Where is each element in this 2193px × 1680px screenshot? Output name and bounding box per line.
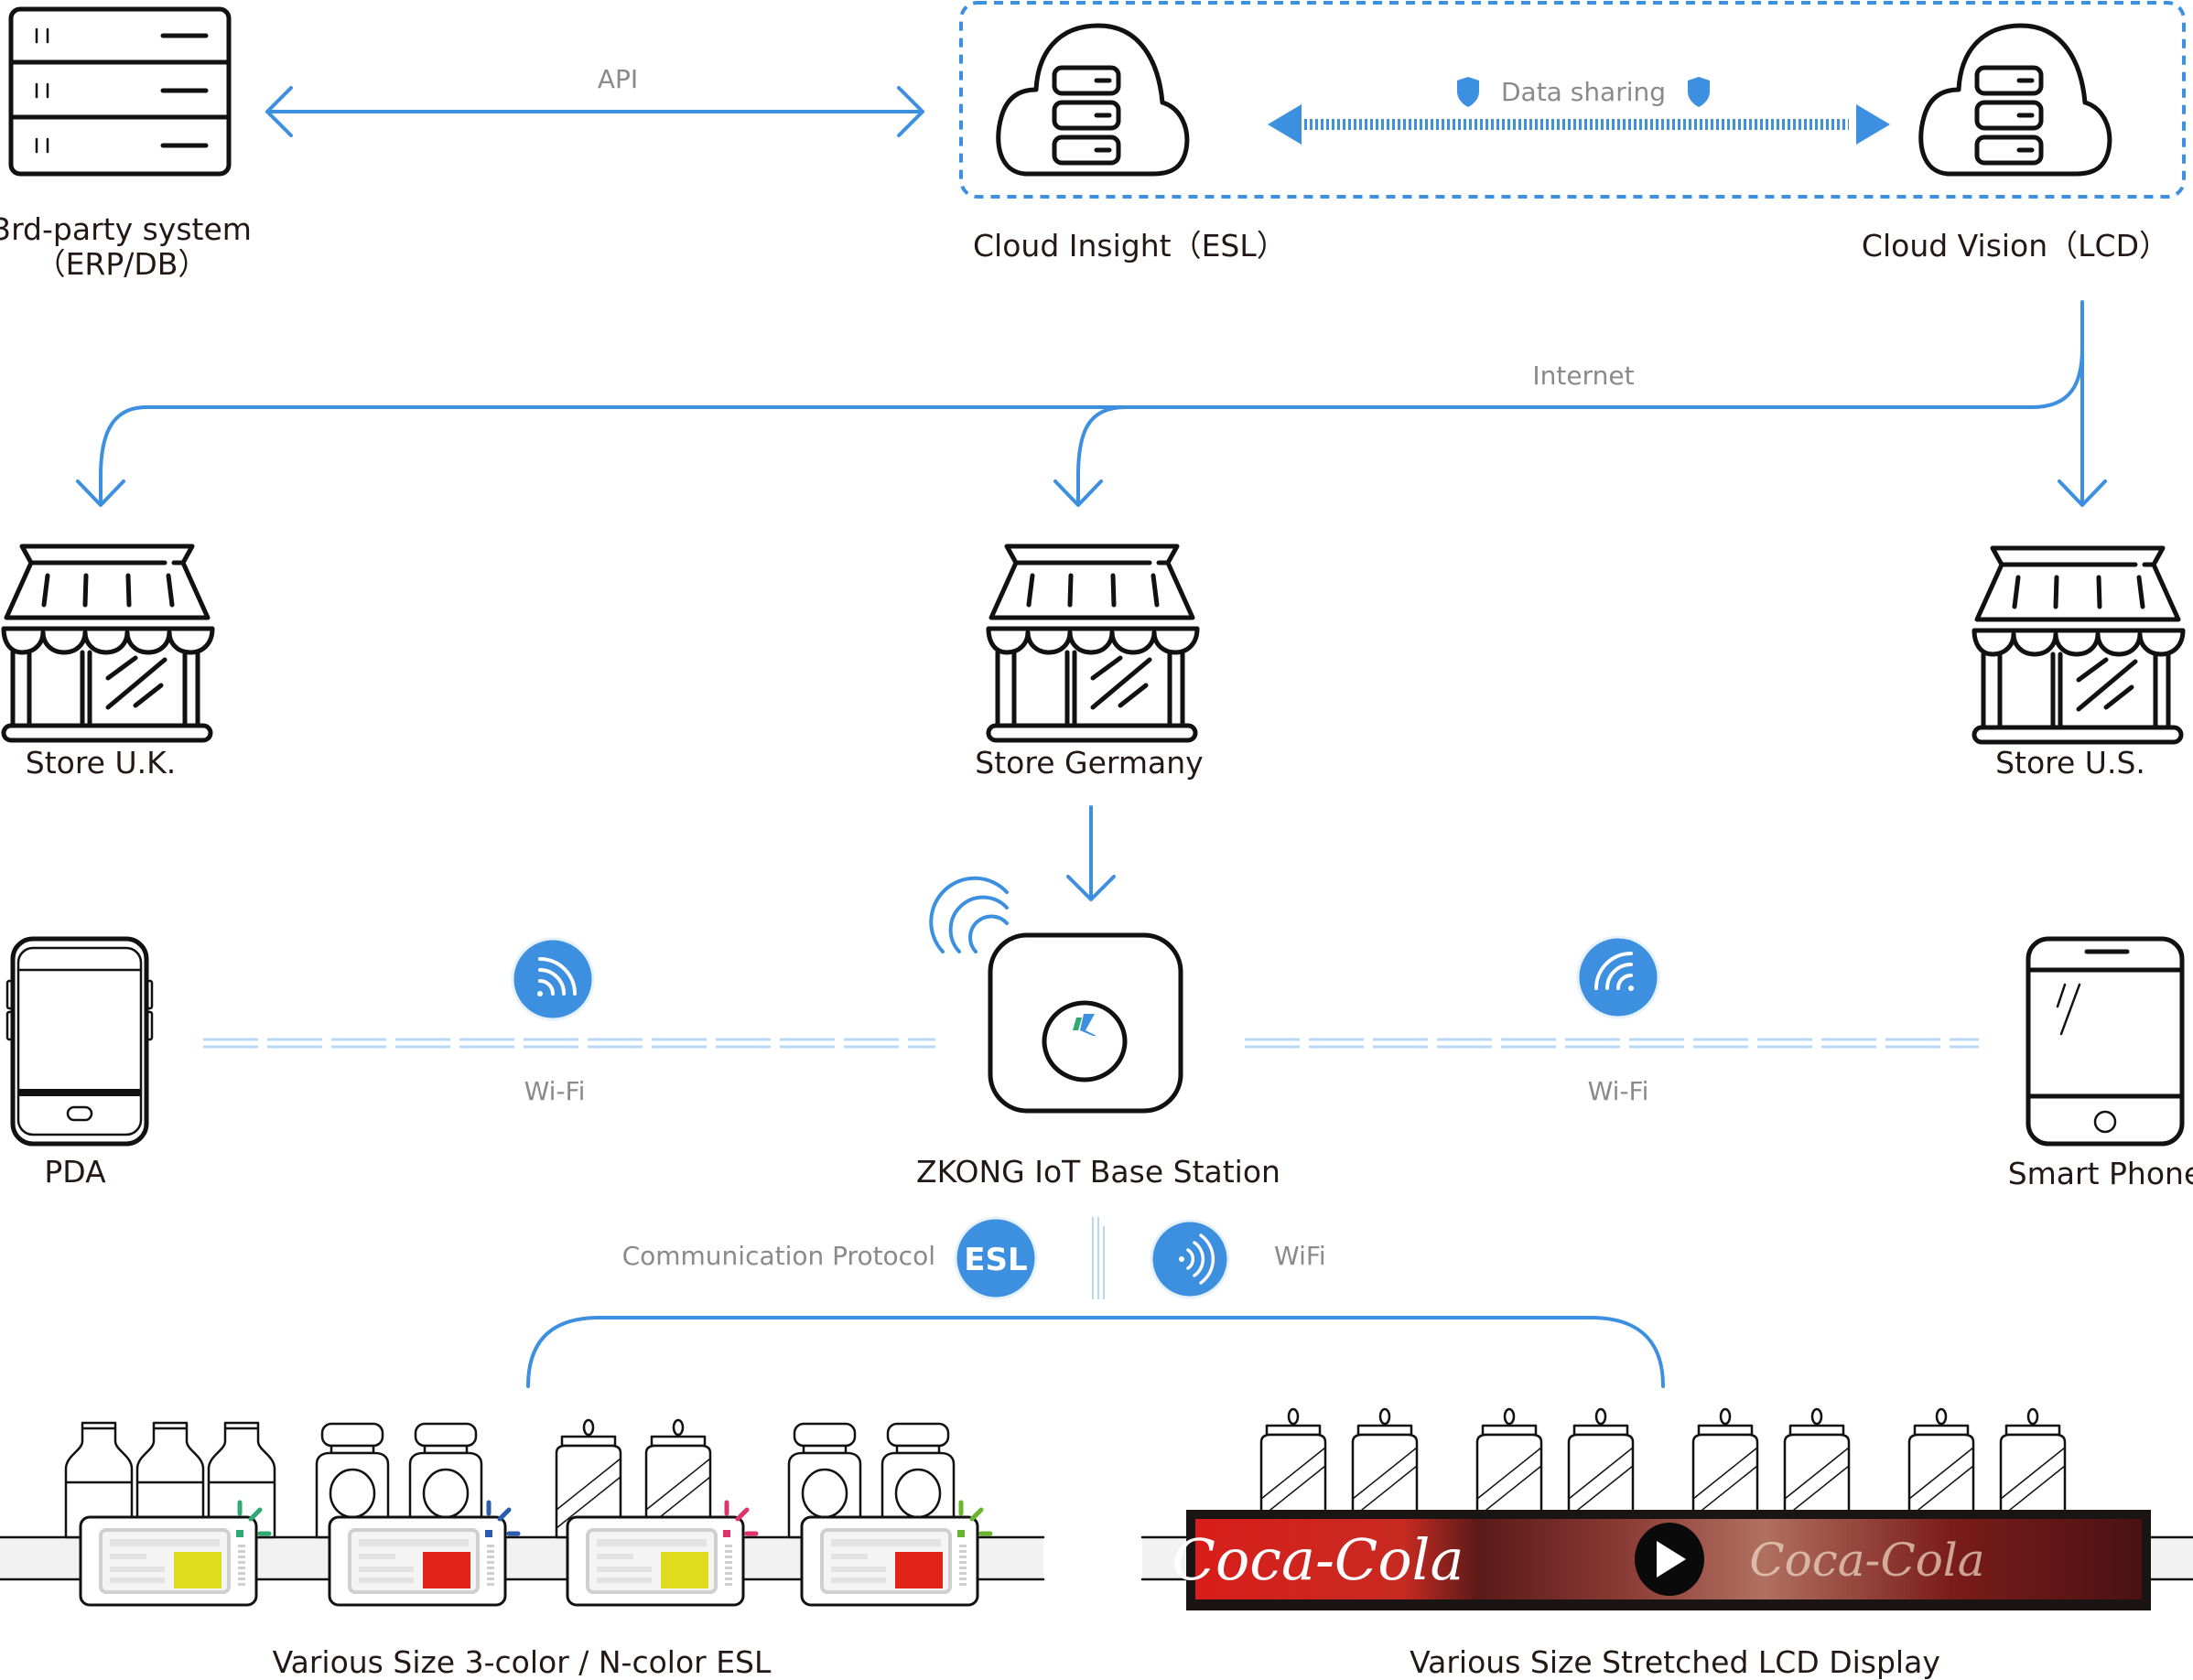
store-uk-label: Store U.K. [26,745,176,781]
store-germany-label: Store Germany [975,745,1203,781]
wifi-signal-badge-icon [1150,1219,1230,1299]
smartphone-icon [2026,936,2185,1147]
esl-badge-text: ESL [964,1242,1027,1278]
esl-tag [800,1500,993,1607]
wifi-badge-icon [1576,935,1660,1019]
api-label: API [598,64,638,94]
jar-icon [315,1422,390,1539]
esl-led-indicator-icon [957,1500,993,1537]
wireless-link-left [203,1038,935,1049]
shield-icon [1688,77,1710,107]
esl-color-display [423,1552,470,1588]
zkong-k-logo-icon [1073,1014,1096,1036]
cloud-group-boundary [959,1,2186,199]
cloud-server-icon [1918,23,2112,177]
shield-icon [1457,77,1479,107]
storefront-icon [1972,545,2186,745]
data-sharing-connector [1268,104,1890,145]
cloud-vision-label: Cloud Vision（LCD） [1862,228,2169,264]
internet-connector [76,300,2107,507]
esl-tag [328,1500,521,1607]
server-rack-icon [8,6,232,177]
lcd-shelf: Coca-Cola Coca-Cola [1140,1407,2193,1610]
smart-phone-label: Smart Phone [2008,1156,2193,1191]
base-station-icon [929,876,1183,1114]
play-icon[interactable] [1635,1523,1704,1596]
esl-led-indicator-icon [723,1500,759,1537]
wifi-protocol-label: WiFi [1274,1241,1326,1271]
store-us-label: Store U.S. [1995,745,2145,781]
cloud-insight-label: Cloud Insight（ESL） [973,228,1287,264]
third-party-subtitle: （ERP/DB） [36,246,209,282]
lcd-brand-text-blurred: Coca-Cola [1749,1534,1984,1587]
esl-led-indicator-icon [485,1500,521,1537]
bottle-icon [64,1421,134,1539]
wifi-left-label: Wi-Fi [524,1076,586,1106]
esl-shelf-label: Various Size 3-color / N-color ESL [273,1644,772,1680]
can-icon [644,1418,712,1539]
internet-label: Internet [1532,361,1634,391]
third-party-title: 3rd-party system [0,211,252,247]
wifi-right-label: Wi-Fi [1588,1076,1649,1106]
lcd-shelf-label: Various Size Stretched LCD Display [1410,1644,1940,1680]
esl-tag [79,1500,272,1607]
communication-protocol-label: Communication Protocol [622,1241,935,1271]
esl-color-display [895,1552,943,1588]
storefront-icon [1,544,215,743]
cloud-server-icon [996,23,1190,177]
esl-color-display [174,1552,221,1588]
pda-label: PDA [44,1154,106,1190]
base-station-label: ZKONG IoT Base Station [916,1154,1280,1190]
storefront-icon [986,544,1200,743]
lcd-brand-text: Coca-Cola [1172,1526,1464,1593]
store-to-base-arrow [1066,805,1116,901]
esl-protocol-badge: ESL [954,1216,1038,1300]
data-sharing-label: Data sharing [1501,77,1666,107]
jar-icon [787,1422,862,1539]
distribution-bracket [526,1316,1665,1388]
protocol-divider [1092,1217,1105,1299]
esl-tag [566,1500,759,1607]
esl-led-indicator-icon [236,1500,272,1537]
wireless-link-right [1245,1038,1979,1049]
api-connector [265,86,924,137]
wifi-badge-icon [511,937,595,1021]
esl-shelf [0,1418,1045,1607]
bottle-icon [135,1421,205,1539]
esl-color-display [661,1552,708,1588]
pda-device-icon [5,936,154,1147]
can-icon [555,1418,622,1539]
